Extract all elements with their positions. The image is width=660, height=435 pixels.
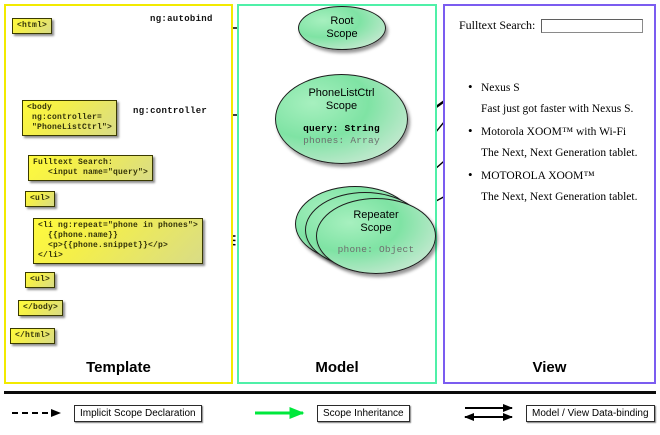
scope-phonelistctrl-title-line2: Scope bbox=[325, 100, 358, 112]
legend-item-implicit-scope-declaration: Implicit Scope Declaration bbox=[10, 403, 202, 423]
dashed-arrow-icon bbox=[12, 409, 61, 417]
double-arrow-icon bbox=[464, 404, 513, 421]
scope-repeater-title-line2: Scope bbox=[360, 222, 392, 234]
scope-repeater[interactable]: Repeater Scope phone: Object bbox=[316, 198, 436, 274]
green-arrow-icon bbox=[255, 407, 305, 419]
scope-repeater-prop-phone: phone: Object bbox=[337, 244, 415, 255]
code-box-body-close-tag[interactable]: </body> bbox=[18, 300, 64, 316]
code-box-html-open-tag[interactable]: <html> bbox=[12, 18, 53, 34]
ng-controller-label: ng:controller bbox=[133, 106, 208, 116]
list-item[interactable]: Nexus S Fast just got faster with Nexus … bbox=[463, 79, 655, 117]
scope-root[interactable]: Root Scope bbox=[298, 6, 386, 50]
code-box-li-ng-repeat-block[interactable]: <li ng:repeat="phone in phones"> {{phone… bbox=[33, 218, 204, 264]
list-item[interactable]: Motorola XOOM™ with Wi-Fi The Next, Next… bbox=[463, 123, 655, 161]
view-search-row: Fulltext Search: bbox=[459, 18, 644, 33]
legend: Implicit Scope Declaration Scope Inherit… bbox=[0, 391, 660, 435]
scope-root-title-line2: Scope bbox=[326, 28, 358, 40]
view-phone-list: Nexus S Fast just got faster with Nexus … bbox=[463, 79, 655, 212]
view-phone-name: Nexus S bbox=[463, 79, 655, 96]
legend-label: Model / View Data-binding bbox=[526, 404, 655, 422]
scope-root-title-line1: Root bbox=[330, 15, 354, 27]
view-search-input[interactable] bbox=[541, 18, 644, 33]
view-phone-name: MOTOROLA XOOM™ bbox=[463, 167, 655, 184]
code-box-ul-close-tag[interactable]: <ul> bbox=[25, 272, 56, 288]
view-phone-snippet: Fast just got faster with Nexus S. bbox=[481, 103, 634, 115]
list-item[interactable]: MOTOROLA XOOM™ The Next, Next Generation… bbox=[463, 167, 655, 205]
code-box-html-close-tag[interactable]: </html> bbox=[10, 328, 56, 344]
legend-label: Implicit Scope Declaration bbox=[74, 404, 202, 422]
legend-label: Scope Inheritance bbox=[317, 404, 410, 422]
scope-repeater-title-line1: Repeater bbox=[353, 209, 399, 221]
code-box-ul-open-tag[interactable]: <ul> bbox=[25, 191, 56, 207]
ng-autobind-label: ng:autobind bbox=[150, 14, 213, 24]
legend-item-model-view-data-binding: Model / View Data-binding bbox=[462, 403, 655, 423]
view-phone-snippet: The Next, Next Generation tablet. bbox=[481, 147, 638, 159]
code-box-fulltext-search-markup[interactable]: Fulltext Search: <input name="query"> bbox=[28, 155, 154, 181]
legend-divider bbox=[4, 391, 656, 394]
code-box-body-controller-tag[interactable]: <body ng:controller= "PhoneListCtrl"> bbox=[22, 100, 118, 136]
panel-model-label: Model bbox=[315, 359, 359, 376]
scope-phonelistctrl-prop-query: query: String bbox=[303, 123, 380, 134]
view-phone-name: Motorola XOOM™ with Wi-Fi bbox=[463, 123, 655, 140]
scope-phonelistctrl-prop-phones: phones: Array bbox=[303, 135, 380, 146]
legend-item-scope-inheritance: Scope Inheritance bbox=[253, 403, 410, 423]
view-search-label: Fulltext Search: bbox=[459, 18, 536, 32]
scope-phonelistctrl-title-line1: PhoneListCtrl bbox=[308, 87, 375, 99]
view-phone-snippet: The Next, Next Generation tablet. bbox=[481, 191, 638, 203]
panel-template-label: Template bbox=[86, 359, 151, 376]
scope-phonelistctrl[interactable]: PhoneListCtrl Scope query: String phones… bbox=[275, 74, 408, 164]
panel-view: Fulltext Search: Nexus S Fast just got f… bbox=[443, 4, 656, 384]
panel-view-label: View bbox=[532, 359, 567, 376]
